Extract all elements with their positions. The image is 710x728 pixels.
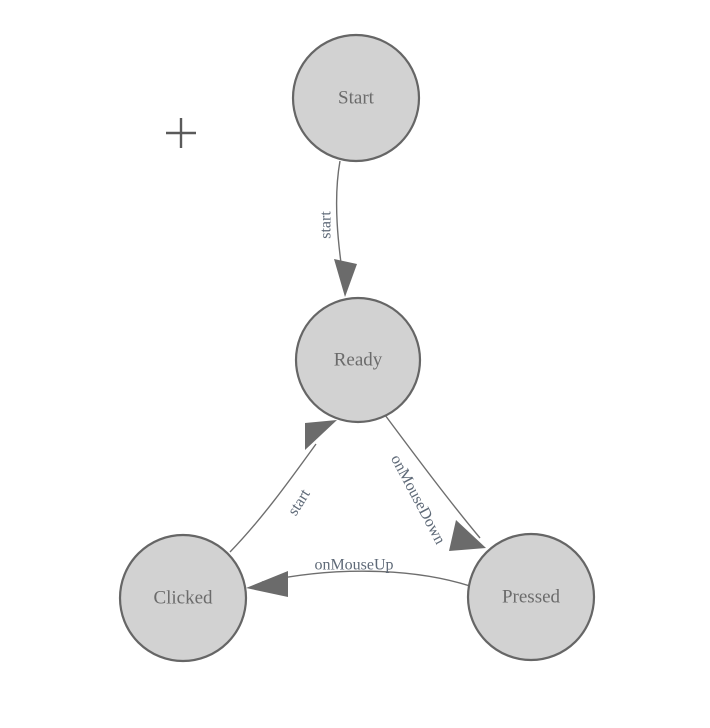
plus-marker[interactable] — [166, 118, 196, 148]
node-clicked-label: Clicked — [153, 587, 213, 608]
node-ready-label: Ready — [334, 349, 383, 370]
arrowhead-into-ready-bottom — [305, 420, 337, 450]
edge-start-to-ready[interactable] — [334, 160, 357, 297]
arrowhead-into-ready-top — [334, 259, 357, 297]
edge-label-ready-to-pressed: onMouseDown — [387, 452, 448, 547]
node-pressed[interactable]: Pressed — [466, 532, 596, 662]
node-start-label: Start — [338, 87, 375, 108]
node-ready[interactable]: Ready — [294, 296, 422, 424]
node-start-circle — [291, 33, 421, 163]
node-start[interactable]: Start — [291, 33, 421, 163]
edge-label-start-to-ready: start — [318, 211, 335, 239]
node-clicked[interactable]: Clicked — [118, 533, 248, 663]
edge-ready-to-pressed[interactable] — [384, 414, 486, 551]
arrowhead-into-pressed — [449, 520, 486, 551]
edge-path-clicked-to-ready — [229, 443, 317, 553]
edge-pressed-to-clicked[interactable] — [246, 570, 471, 597]
edge-clicked-to-ready[interactable] — [229, 420, 337, 553]
arrowhead-into-clicked — [246, 571, 288, 597]
node-pressed-circle — [466, 532, 596, 662]
edge-path-ready-to-pressed — [384, 414, 481, 539]
node-clicked-circle — [118, 533, 248, 663]
node-ready-circle — [294, 296, 422, 424]
node-pressed-label: Pressed — [502, 586, 561, 607]
edge-label-clicked-to-ready: start — [285, 486, 314, 519]
edge-label-pressed-to-clicked: onMouseUp — [314, 557, 393, 574]
